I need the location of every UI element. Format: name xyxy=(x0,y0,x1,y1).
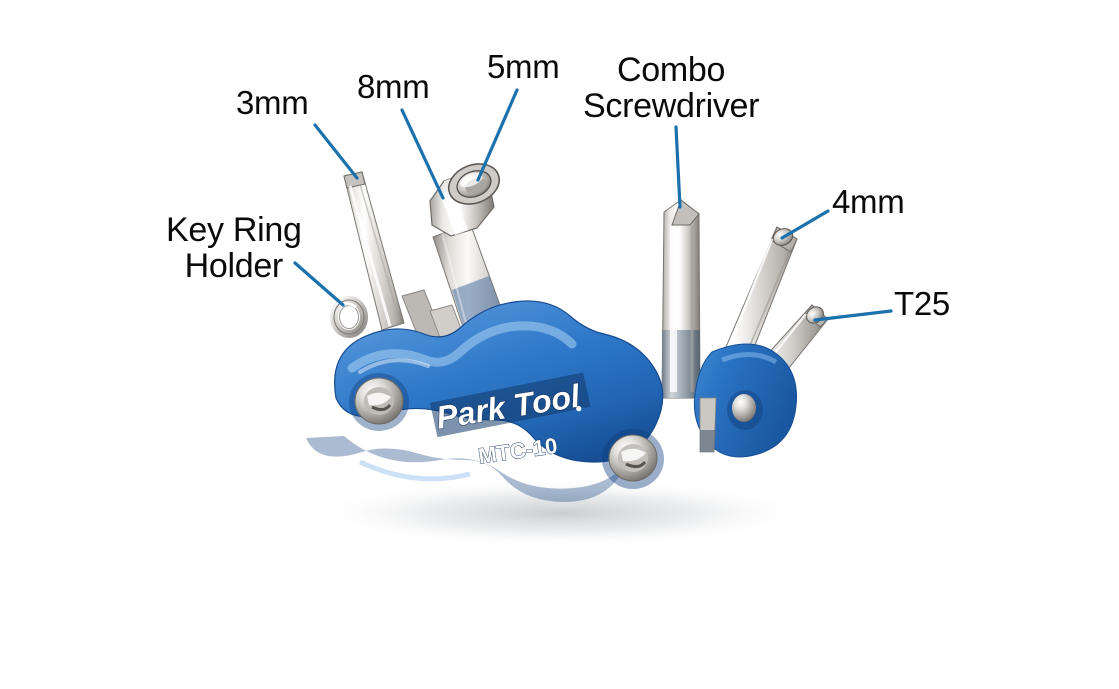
callout-label-hex-8mm: 8mm xyxy=(357,68,430,105)
key-ring-holder xyxy=(330,296,368,338)
leader-line-hex-3mm xyxy=(313,123,359,180)
callout-label-line: Holder xyxy=(184,247,284,286)
pivot-rivet-right xyxy=(602,429,664,489)
callout-label-line: 5mm xyxy=(487,48,560,85)
leader-line-hex-8mm xyxy=(400,108,445,200)
inner-metal-sliver xyxy=(699,397,717,453)
handle-rear-lobe xyxy=(693,343,798,458)
handle-main: Park Tool MTC-10 xyxy=(306,300,664,502)
tool-hex-3mm xyxy=(343,171,405,331)
callout-label-line: 4mm xyxy=(832,183,905,220)
leader-line-key-ring-holder xyxy=(293,261,345,307)
callout-label-hex-4mm: 4mm xyxy=(832,183,905,220)
leader-line-hex-4mm xyxy=(780,209,830,240)
model-number: MTC-10 xyxy=(476,432,559,469)
callout-label-hex-3mm: 3mm xyxy=(236,84,309,121)
callout-leader-lines xyxy=(293,88,893,322)
tool-combo-screwdriver xyxy=(661,199,701,399)
callout-label-line: 8mm xyxy=(357,68,430,105)
tool-hex-5mm xyxy=(447,163,501,205)
callout-label-line: Combo xyxy=(617,51,726,89)
svg-text:MTC-10: MTC-10 xyxy=(477,433,559,469)
callout-label-line: Screwdriver xyxy=(583,87,760,126)
callout-label-hex-5mm: 5mm xyxy=(487,48,560,85)
leader-line-combo-screwdriver xyxy=(674,125,682,209)
leader-line-torx-t25 xyxy=(813,309,893,322)
leader-line-hex-5mm xyxy=(476,88,519,182)
callout-label-line: 3mm xyxy=(236,84,309,121)
callout-label-line: T25 xyxy=(894,285,950,322)
pivot-rivet-left xyxy=(349,373,409,431)
callout-label-torx-t25: T25 xyxy=(894,285,950,322)
drop-shadow xyxy=(310,479,810,547)
callout-label-line: Key Ring xyxy=(166,211,302,249)
